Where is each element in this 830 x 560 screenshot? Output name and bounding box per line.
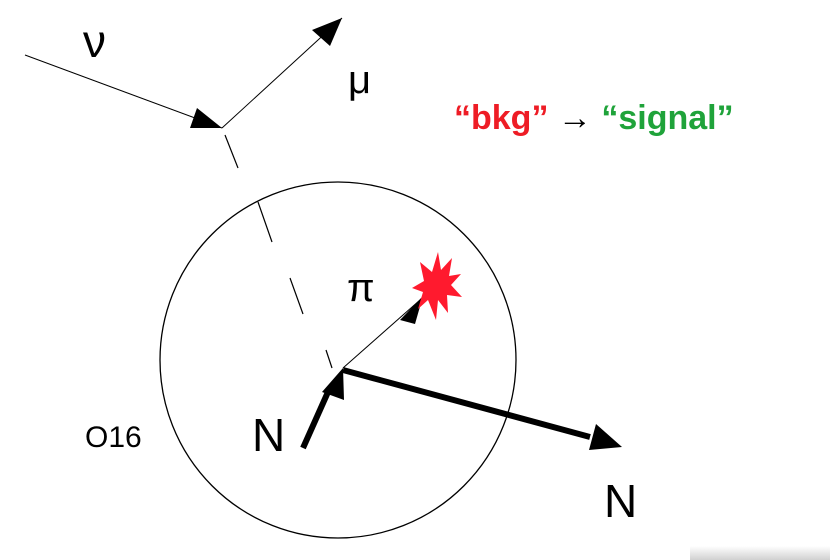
page-edge-shadow xyxy=(690,546,830,560)
neutrino-label: ν xyxy=(83,15,106,67)
outgoing-nucleon-track xyxy=(342,367,591,440)
incoming-nucleon-track xyxy=(300,390,331,450)
open-quote: “ xyxy=(454,99,471,137)
open-quote: “ xyxy=(601,99,619,137)
pion-label: π xyxy=(347,266,375,310)
signal-word: signal xyxy=(618,99,717,137)
oxygen16-nucleus-circle xyxy=(159,181,517,539)
incoming-nucleon-label: N xyxy=(252,409,286,461)
transition-arrow: → xyxy=(557,99,592,137)
outgoing-nucleon-label: N xyxy=(604,475,638,527)
close-quote: ” xyxy=(716,99,734,137)
muon-label: μ xyxy=(348,58,372,102)
muon-arrowhead xyxy=(312,18,342,46)
pion-arrowhead xyxy=(400,296,423,324)
nucleus-label: O16 xyxy=(85,421,142,454)
outgoing-nucleon-arrowhead xyxy=(589,424,622,450)
close-quote: ” xyxy=(531,99,549,137)
red-star-burst-icon xyxy=(412,252,462,320)
neutrino-track xyxy=(24,54,223,129)
bkg-to-signal-headline: “bkg” → “signal” xyxy=(454,101,734,135)
pion-track xyxy=(342,299,421,369)
neutrino-arrowhead xyxy=(190,108,222,128)
exchange-dashed-line xyxy=(224,134,333,369)
bkg-word: bkg xyxy=(471,99,532,137)
incoming-nucleon-arrowhead xyxy=(322,368,344,400)
